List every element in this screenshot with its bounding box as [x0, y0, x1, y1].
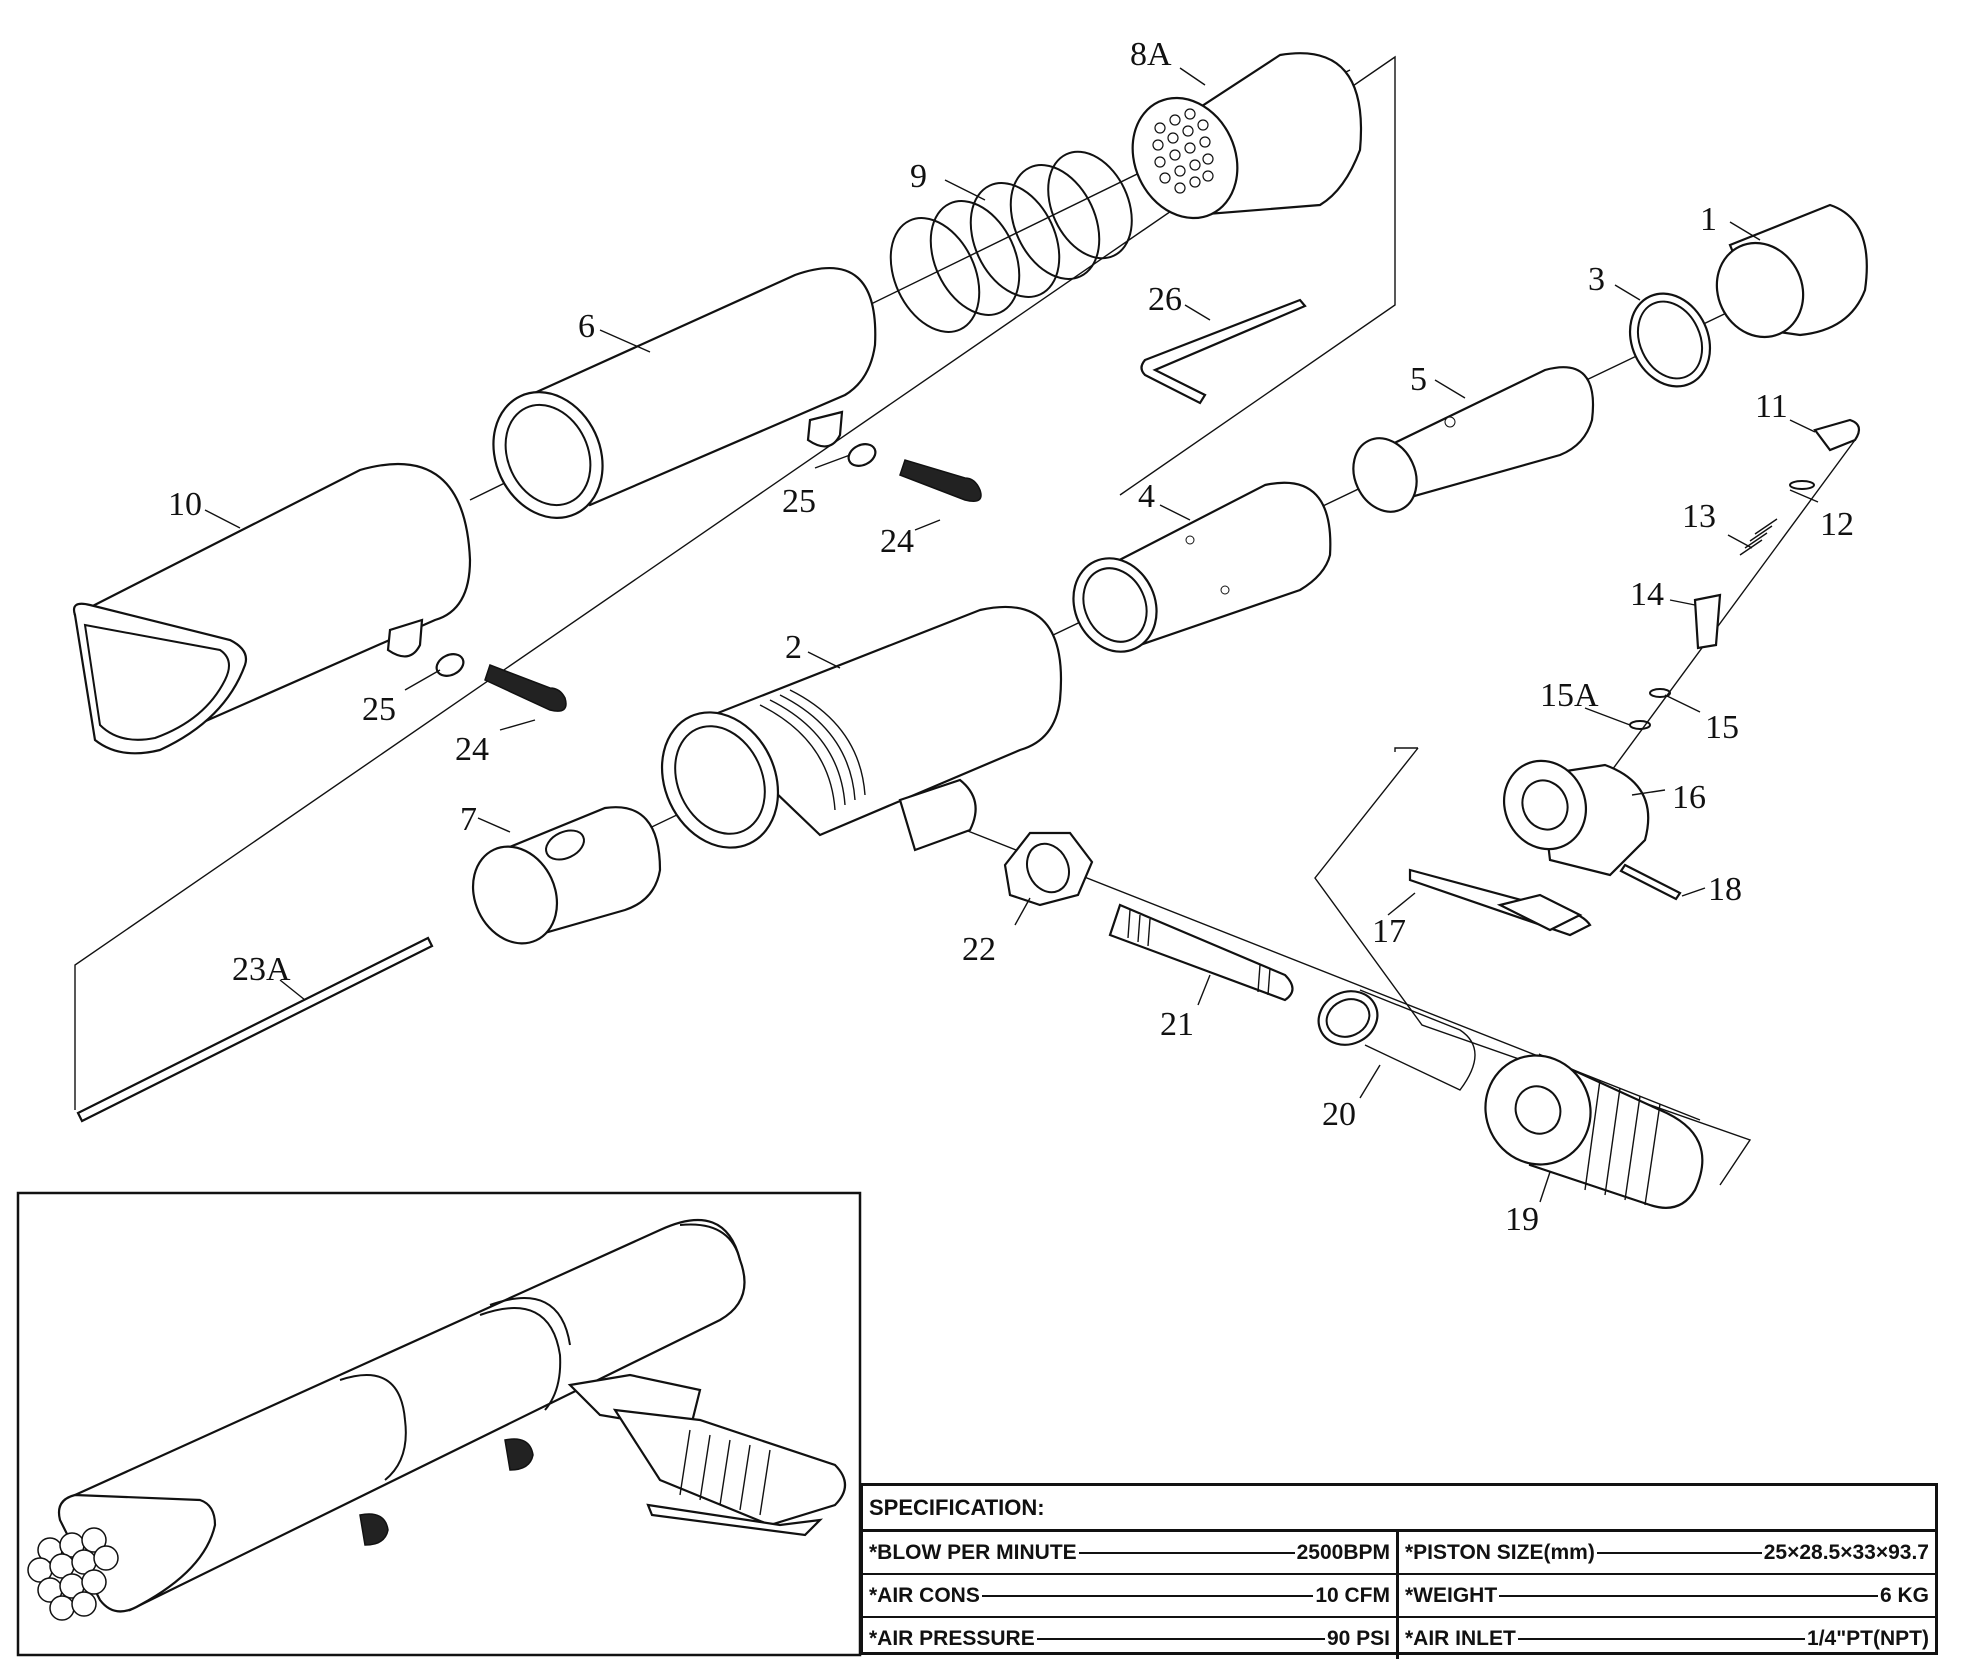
part-19-handle-grip [1484, 1053, 1704, 1209]
part-9-spring [889, 150, 1133, 333]
spec-cell-blow-rate: *BLOW PER MINUTE 2500BPM [863, 1532, 1399, 1573]
part-23a-rod [76, 936, 434, 1123]
label-13: 13 [1682, 498, 1716, 535]
label-25-lower: 25 [362, 691, 396, 728]
label-8a: 8A [1130, 36, 1172, 73]
spec-label: *PISTON SIZE(mm) [1405, 1540, 1595, 1564]
part-4-sleeve [1072, 481, 1332, 653]
part-17-trigger-lever [1408, 868, 1592, 937]
part-16-valve-housing [1502, 759, 1650, 877]
dash-leader [1499, 1594, 1878, 1597]
label-19: 19 [1505, 1201, 1539, 1238]
spec-cell-piston-size: *PISTON SIZE(mm) 25×28.5×33×93.7 [1399, 1532, 1935, 1573]
label-10: 10 [168, 486, 202, 523]
label-6: 6 [578, 308, 595, 345]
part-24-screw-upper [899, 459, 982, 502]
leader-lines [204, 67, 1819, 1203]
spec-label: *AIR INLET [1405, 1626, 1516, 1650]
part-1-end-cap [1715, 203, 1868, 339]
label-9: 9 [910, 158, 927, 195]
label-12: 12 [1820, 506, 1854, 543]
part-3-o-ring [1628, 292, 1712, 388]
label-24-lower: 24 [455, 731, 489, 768]
assembled-tool-view [27, 1218, 847, 1621]
label-16: 16 [1672, 779, 1706, 816]
spec-label: *WEIGHT [1405, 1583, 1498, 1607]
part-12-o-ring [1789, 480, 1815, 490]
spec-value: 2500BPM [1296, 1540, 1390, 1564]
part-25-washer-upper [847, 443, 877, 467]
dash-leader [1517, 1637, 1806, 1640]
label-15a: 15A [1540, 677, 1599, 714]
spec-row: *AIR PRESSURE 90 PSI *AIR INLET 1/4"PT(N… [863, 1618, 1935, 1659]
label-25-upper: 25 [782, 483, 816, 520]
part-24-screw-lower [484, 664, 567, 712]
part-11-valve-cap [1813, 418, 1861, 452]
part-21-nipple [1108, 903, 1294, 1002]
part-13-spring [1739, 518, 1778, 556]
label-5: 5 [1410, 361, 1427, 398]
spec-value: 6 KG [1879, 1583, 1929, 1607]
specification-table: SPECIFICATION: *BLOW PER MINUTE 2500BPM … [860, 1483, 1938, 1659]
part-22-hex-nut [1003, 831, 1094, 907]
label-22: 22 [962, 931, 996, 968]
part-2-main-housing [660, 605, 1063, 852]
label-17: 17 [1372, 913, 1406, 950]
dash-leader [1596, 1551, 1762, 1554]
label-15: 15 [1705, 709, 1739, 746]
label-24-upper: 24 [880, 523, 914, 560]
label-18: 18 [1708, 871, 1742, 908]
dash-leader [1036, 1637, 1325, 1640]
label-26: 26 [1148, 281, 1182, 318]
part-5-valve-body [1352, 366, 1595, 513]
spec-cell-weight: *WEIGHT 6 KG [1399, 1575, 1935, 1616]
assembled-view-frame [16, 1191, 862, 1657]
label-1: 1 [1700, 201, 1717, 238]
part-labels: 8A 9 26 6 10 1 3 5 11 12 13 4 25 24 14 2… [168, 36, 1854, 1238]
spec-row: *BLOW PER MINUTE 2500BPM *PISTON SIZE(mm… [863, 1532, 1935, 1575]
label-7: 7 [460, 801, 477, 838]
spec-value: 25×28.5×33×93.7 [1763, 1540, 1929, 1564]
dash-leader [981, 1594, 1314, 1597]
spec-value: 1/4"PT(NPT) [1807, 1626, 1929, 1650]
part-14-valve-stem [1693, 593, 1722, 650]
spec-title: SPECIFICATION: [863, 1486, 1935, 1532]
label-3: 3 [1588, 261, 1605, 298]
label-2: 2 [785, 629, 802, 666]
label-20: 20 [1322, 1096, 1356, 1133]
part-20-ring [1317, 989, 1476, 1091]
part-10-nozzle-body [72, 462, 472, 755]
part-15a-o-ring [1629, 720, 1651, 730]
part-26-hex-key [1140, 298, 1307, 405]
spec-label: *AIR PRESSURE [869, 1626, 1035, 1650]
spec-row: *AIR CONS 10 CFM *WEIGHT 6 KG [863, 1575, 1935, 1618]
spec-cell-air-inlet: *AIR INLET 1/4"PT(NPT) [1399, 1618, 1935, 1659]
label-11: 11 [1755, 388, 1788, 425]
spec-label: *BLOW PER MINUTE [869, 1540, 1077, 1564]
spec-value: 10 CFM [1315, 1583, 1390, 1607]
label-14: 14 [1630, 576, 1664, 613]
label-21: 21 [1160, 1006, 1194, 1043]
part-7-piston [471, 806, 662, 945]
part-8a-perforated-cap [1131, 52, 1363, 220]
part-25-washer-lower [435, 653, 465, 677]
spec-label: *AIR CONS [869, 1583, 980, 1607]
assembly-bracket [74, 55, 1752, 1186]
spec-cell-air-pressure: *AIR PRESSURE 90 PSI [863, 1618, 1399, 1659]
spec-value: 90 PSI [1326, 1626, 1390, 1650]
part-15-o-ring [1649, 688, 1671, 698]
label-23a: 23A [232, 951, 291, 988]
part-18-pin [1619, 863, 1682, 901]
label-4: 4 [1138, 478, 1155, 515]
part-6-cylinder [492, 266, 877, 519]
dash-leader [1078, 1551, 1295, 1554]
spec-cell-air-cons: *AIR CONS 10 CFM [863, 1575, 1399, 1616]
